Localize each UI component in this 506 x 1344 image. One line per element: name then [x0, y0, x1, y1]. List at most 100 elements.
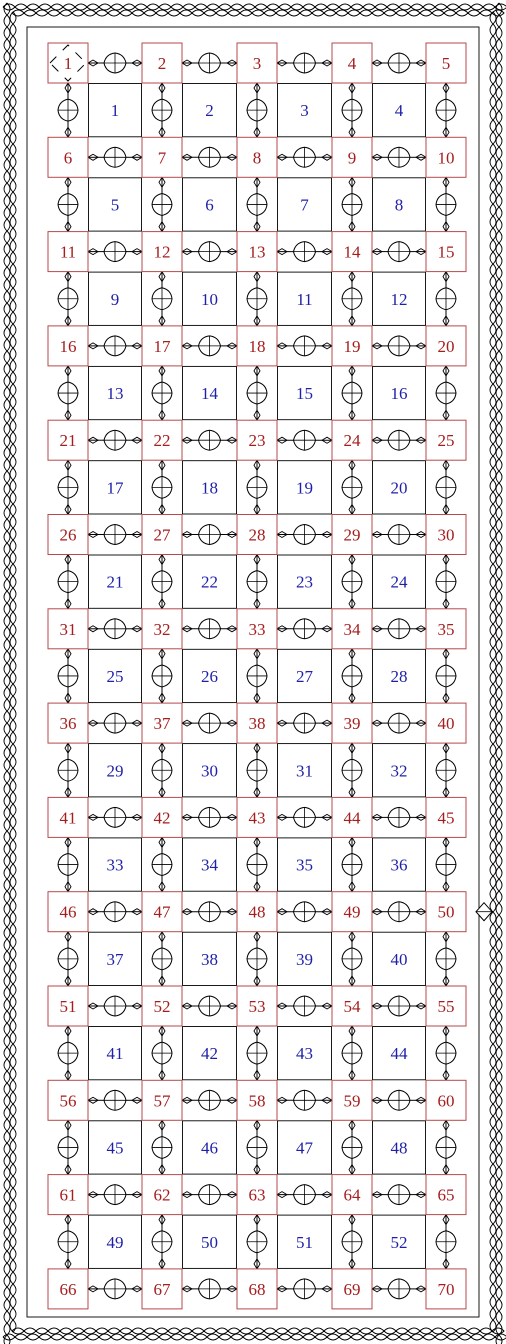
- pad-number: 27: [154, 526, 172, 545]
- horizontal-connector: [277, 1185, 332, 1205]
- cell-number: 2: [205, 101, 214, 120]
- horizontal-connector: [182, 53, 237, 73]
- pad-number: 67: [154, 1280, 172, 1299]
- pad-number: 68: [249, 1280, 266, 1299]
- cell-number: 51: [296, 1233, 313, 1252]
- cell-number: 18: [201, 478, 218, 497]
- cell-number: 10: [201, 290, 218, 309]
- vertical-connector: [342, 932, 362, 986]
- horizontal-connector: [372, 619, 426, 639]
- pad-number: 20: [438, 337, 455, 356]
- cell-number: 28: [391, 667, 408, 686]
- pad-number: 34: [344, 620, 362, 639]
- vertical-connector: [342, 1215, 362, 1269]
- pad-number: 64: [344, 1186, 362, 1205]
- cell-number: 12: [391, 290, 408, 309]
- vertical-connector: [247, 177, 267, 231]
- cell-number: 13: [107, 384, 124, 403]
- vertical-connector: [436, 272, 456, 326]
- horizontal-connector: [88, 1090, 142, 1110]
- vertical-connector: [436, 649, 456, 703]
- pad-number: 26: [60, 526, 77, 545]
- horizontal-connector: [88, 1185, 142, 1205]
- pad-number: 36: [60, 714, 77, 733]
- cell-number: 35: [296, 856, 313, 875]
- pad-number: 62: [154, 1186, 171, 1205]
- horizontal-connector: [277, 619, 332, 639]
- cell-number: 22: [201, 573, 218, 592]
- vertical-connector: [342, 743, 362, 797]
- cell-number: 8: [395, 195, 404, 214]
- horizontal-connector: [182, 902, 237, 922]
- vertical-connector: [342, 1026, 362, 1080]
- cell-number: 48: [391, 1138, 408, 1157]
- pad-number: 58: [249, 1091, 266, 1110]
- pad-number: 65: [438, 1186, 455, 1205]
- pad-number: 43: [249, 808, 266, 827]
- vertical-connector: [436, 1215, 456, 1269]
- horizontal-connector: [182, 713, 237, 733]
- horizontal-connector: [182, 336, 237, 356]
- cell-number: 31: [296, 761, 313, 780]
- cell-number: 49: [107, 1233, 124, 1252]
- pad-number: 19: [344, 337, 361, 356]
- horizontal-connector: [182, 525, 237, 545]
- vertical-connector: [247, 1215, 267, 1269]
- pad-number: 52: [154, 997, 171, 1016]
- pad-number: 38: [249, 714, 266, 733]
- vertical-connector: [436, 932, 456, 986]
- vertical-connector: [247, 743, 267, 797]
- pad-number: 59: [344, 1091, 361, 1110]
- vertical-connector: [58, 932, 78, 986]
- cell-number: 41: [107, 1044, 124, 1063]
- horizontal-connector: [182, 1090, 237, 1110]
- vertical-connector: [342, 460, 362, 514]
- pad-number: 16: [60, 337, 77, 356]
- cell-number: 40: [391, 950, 408, 969]
- vertical-connector: [247, 83, 267, 137]
- pad-number: 41: [60, 808, 77, 827]
- cell-number: 19: [296, 478, 313, 497]
- horizontal-connector: [372, 713, 426, 733]
- pad-number: 22: [154, 431, 171, 450]
- pad-number: 11: [60, 243, 76, 262]
- pad-number: 50: [438, 903, 455, 922]
- horizontal-connector: [372, 1279, 426, 1299]
- pad-number: 40: [438, 714, 455, 733]
- horizontal-connector: [182, 430, 237, 450]
- horizontal-connector: [88, 53, 142, 73]
- horizontal-connector: [182, 996, 237, 1016]
- cell-number: 38: [201, 950, 218, 969]
- vertical-connector: [436, 555, 456, 609]
- horizontal-connector: [372, 430, 426, 450]
- vertical-connector: [152, 932, 172, 986]
- pad-number: 70: [438, 1280, 455, 1299]
- pad-number: 4: [348, 54, 357, 73]
- horizontal-connector: [88, 242, 142, 262]
- cell-number: 39: [296, 950, 313, 969]
- vertical-connector: [152, 555, 172, 609]
- cell-number: 26: [201, 667, 218, 686]
- vertical-connector: [152, 272, 172, 326]
- pad-number: 32: [154, 620, 171, 639]
- horizontal-connector: [277, 713, 332, 733]
- cell-number: 17: [107, 478, 125, 497]
- cell-number: 15: [296, 384, 313, 403]
- vertical-connector: [152, 83, 172, 137]
- vertical-connector: [152, 177, 172, 231]
- horizontal-connector: [372, 525, 426, 545]
- horizontal-connector: [88, 713, 142, 733]
- pad-number: 53: [249, 997, 266, 1016]
- pad-number: 14: [344, 243, 362, 262]
- cell-number: 42: [201, 1044, 218, 1063]
- vertical-connector: [247, 555, 267, 609]
- horizontal-connector: [277, 996, 332, 1016]
- cell-number: 16: [391, 384, 408, 403]
- pad-number: 5: [442, 54, 451, 73]
- cell-number: 6: [205, 195, 214, 214]
- horizontal-connector: [372, 1090, 426, 1110]
- vertical-connector: [58, 1026, 78, 1080]
- vertical-connector: [342, 837, 362, 891]
- pad-number: 15: [438, 243, 455, 262]
- pad-number: 60: [438, 1091, 455, 1110]
